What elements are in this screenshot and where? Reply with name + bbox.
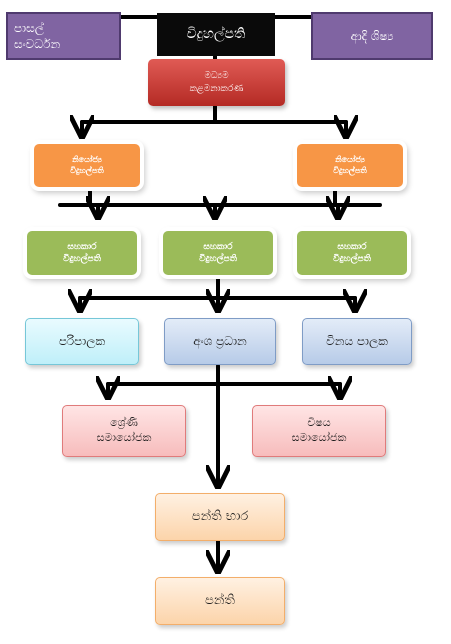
node-administrator: පරිපාලක [25,318,139,365]
node-assistant-principal-2: සහකාර විදුහල්පති [163,231,273,275]
node-discipline-master: විනය පාලක [302,318,412,365]
node-deputy-principal-right: නියෝජ්‍ය විදුහල්පති [297,144,403,187]
node-management: මධ්‍යම කළමනාකරණ [148,59,285,106]
node-class-teacher: පන්ති භාර [155,493,285,541]
node-principal: විදුහල්පති [157,13,275,56]
node-school-development: පාසල් සංවර්ධන [6,12,121,60]
node-deputy-principal-left: නියෝජ්‍ය විදුහල්පති [34,144,140,187]
node-subject-coordinator: විෂය සමායෝජක [252,405,386,457]
node-past-students: ආදි ශිෂ්‍ය [311,12,433,60]
node-assistant-principal-3: සහකාර විදුහල්පති [297,231,407,275]
node-class: පන්ති [155,577,285,625]
node-assistant-principal-1: සහකාර විදුහල්පති [27,231,137,275]
node-grade-coordinator: ශ්‍රේණි සමායෝජක [62,405,186,457]
node-section-head: අංශ ප්‍රධාන [164,318,276,365]
